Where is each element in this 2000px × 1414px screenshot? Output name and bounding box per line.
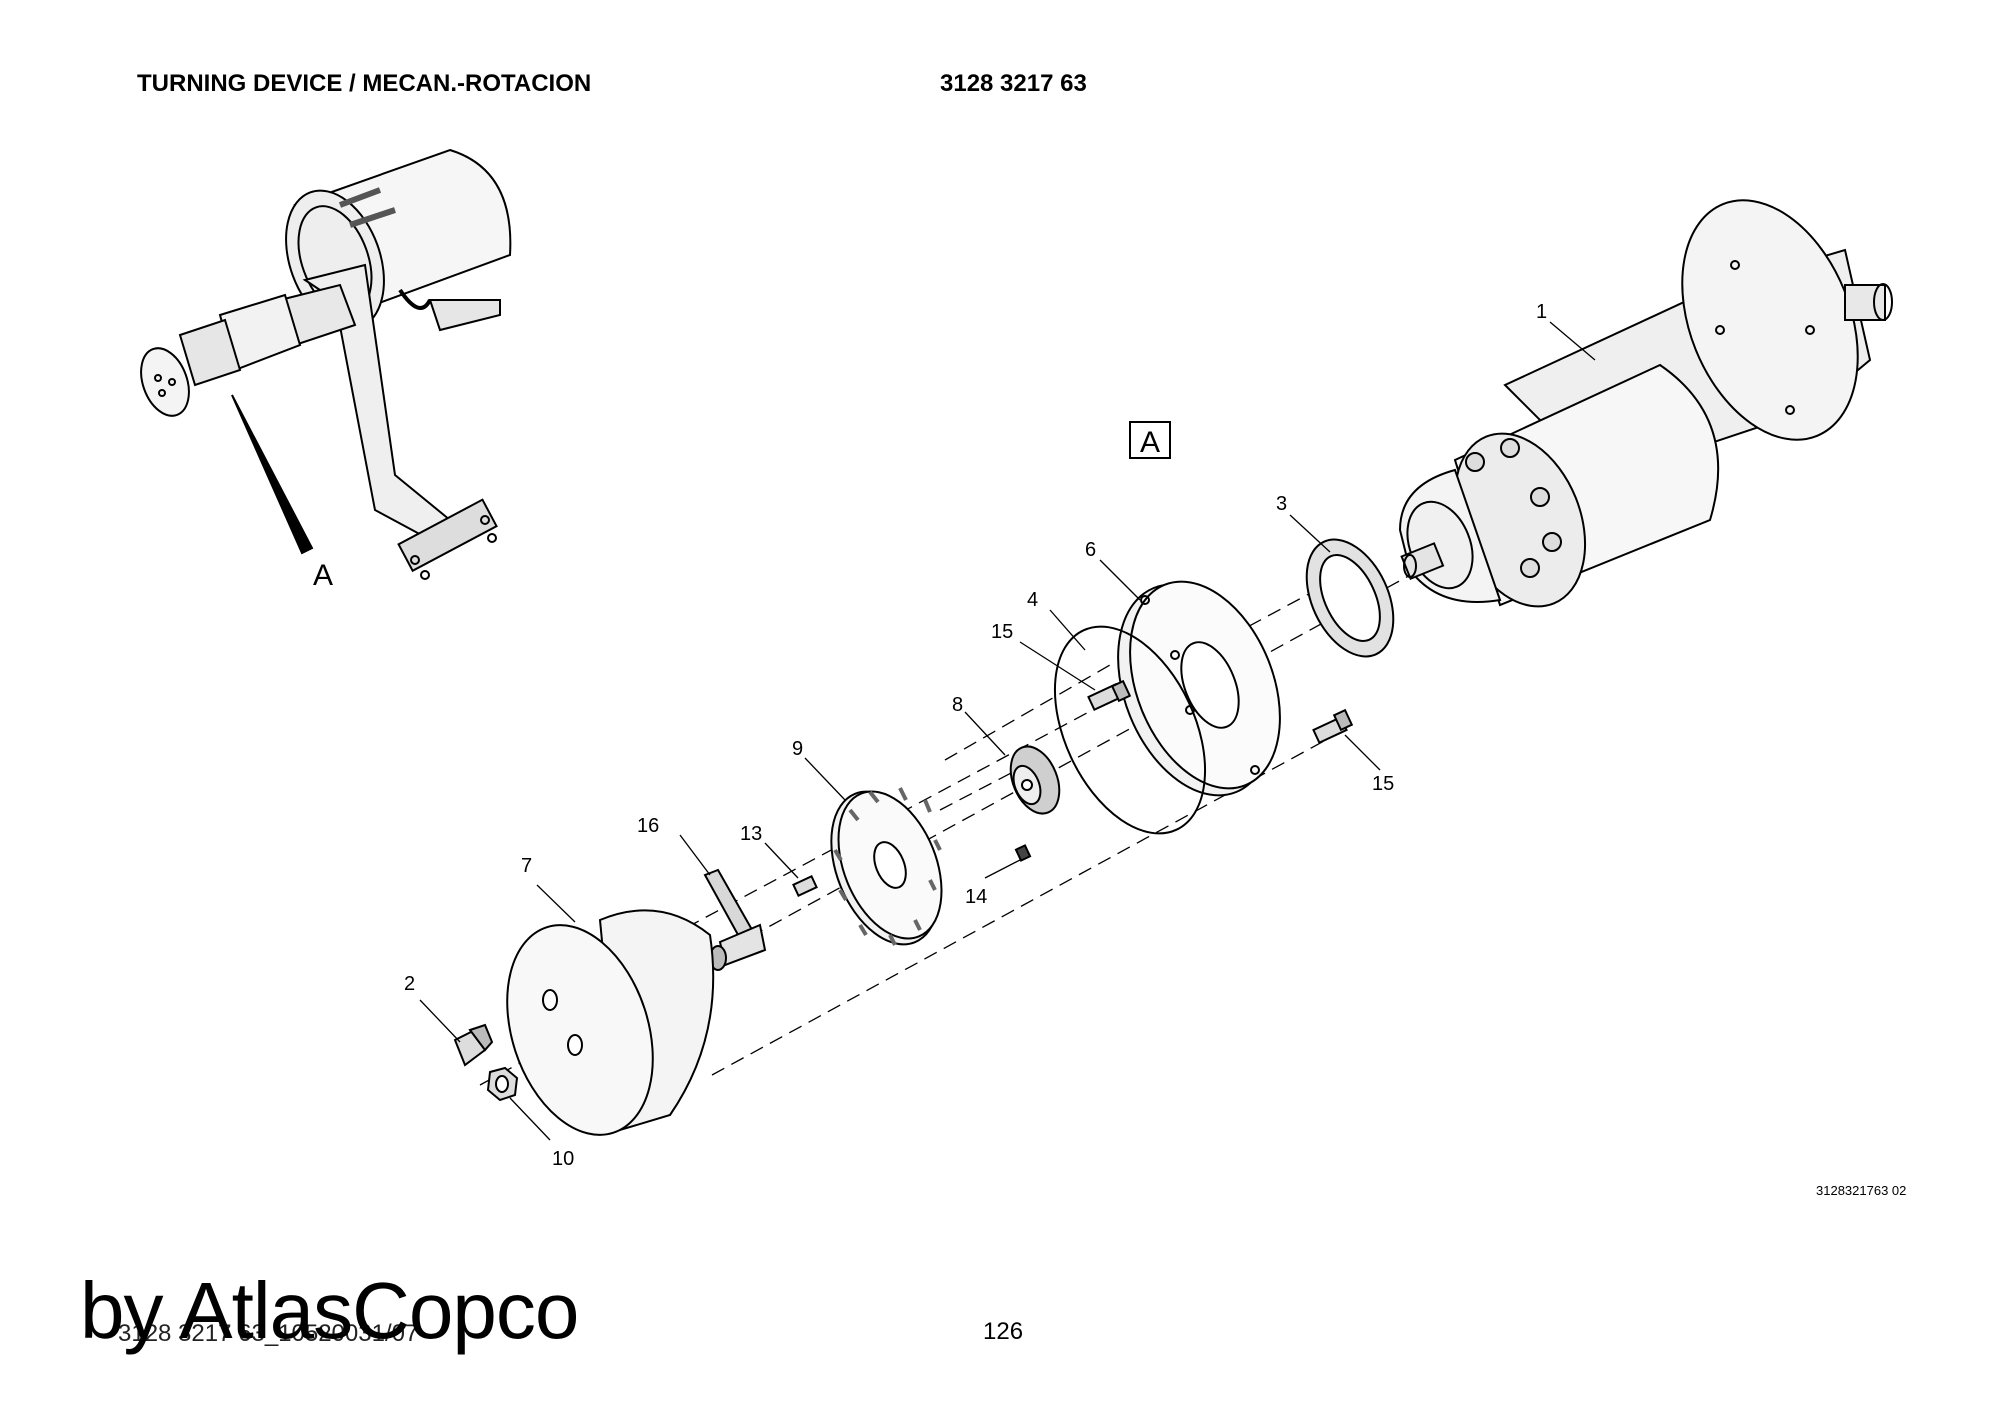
part-4-o-ring xyxy=(1053,625,1207,835)
view-a-label: A xyxy=(1140,426,1160,459)
callout-8: 8 xyxy=(952,694,963,716)
page-title: TURNING DEVICE / MECAN.-ROTACION xyxy=(137,70,592,97)
callout-15-lower: 15 xyxy=(1372,773,1394,795)
overview-machine xyxy=(140,148,512,580)
callout-7: 7 xyxy=(521,855,532,877)
leader-lines xyxy=(419,321,1596,1141)
callout-9: 9 xyxy=(792,738,803,760)
watermark: by AtlasCopco xyxy=(80,1266,579,1355)
part-6-flange xyxy=(1117,580,1281,797)
callout-10: 10 xyxy=(552,1148,574,1170)
callout-15-upper: 15 xyxy=(991,621,1013,643)
callout-2: 2 xyxy=(404,973,415,995)
part-13-screw xyxy=(792,875,818,897)
part-1-motor xyxy=(1398,199,1893,608)
callout-6: 6 xyxy=(1085,539,1096,561)
callout-14: 14 xyxy=(965,886,987,908)
callout-4: 4 xyxy=(1027,589,1038,611)
part-10-nut xyxy=(486,1066,519,1102)
view-a-frame xyxy=(1129,421,1171,459)
callout-13: 13 xyxy=(740,823,762,845)
part-16-pawl xyxy=(703,868,767,971)
callout-16: 16 xyxy=(637,815,659,837)
document-reference: 3128 3217 63_10520031/07 xyxy=(118,1320,419,1347)
part-8-hub xyxy=(1009,745,1061,815)
callout-1: 1 xyxy=(1536,301,1547,323)
part-2-plug xyxy=(453,1023,494,1067)
part-14-set-screw xyxy=(1014,844,1032,862)
view-a-pointer-label: A xyxy=(313,559,333,592)
part-15-screw-upper xyxy=(1087,679,1132,712)
part-number: 3128 3217 63 xyxy=(940,70,1087,97)
page-number: 126 xyxy=(983,1318,1024,1345)
part-9-ratchet-wheel xyxy=(830,787,943,946)
part-3-gasket xyxy=(1305,538,1395,658)
drawing-code: 3128321763 02 xyxy=(1816,1183,1907,1198)
callout-3: 3 xyxy=(1276,493,1287,515)
part-7-cover xyxy=(506,909,715,1136)
part-15-screw-lower xyxy=(1312,708,1354,745)
